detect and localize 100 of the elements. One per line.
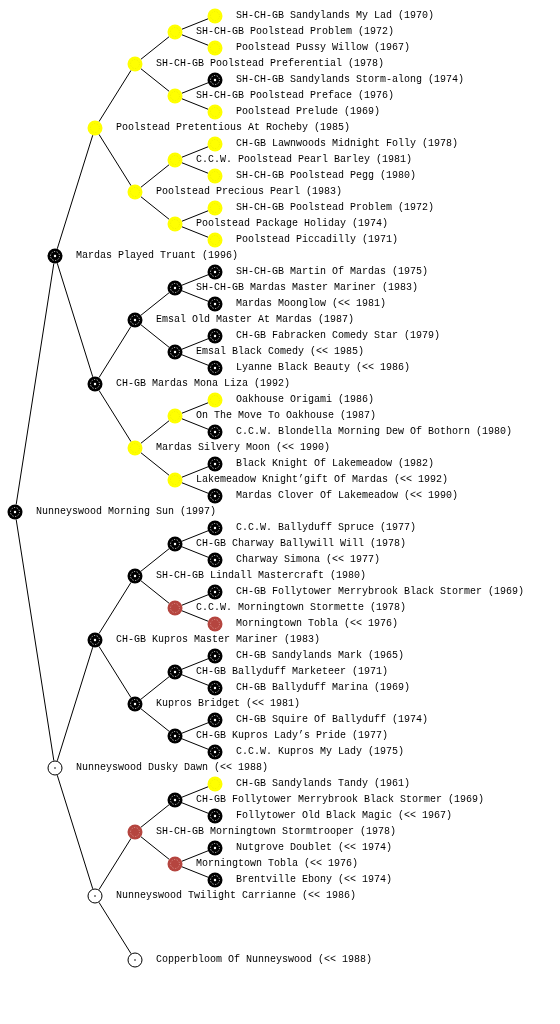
connector-line	[181, 546, 209, 558]
pedigree-name-label: CH-GB Lawnwoods Midnight Folly (1978)	[236, 138, 459, 150]
pedigree-name-label: Mardas Played Truant (1996)	[76, 250, 239, 262]
connector-line	[181, 162, 209, 174]
connector-line	[15, 262, 55, 506]
connector-line	[140, 676, 170, 700]
pedigree-name-label: Poolstead Package Holiday (1974)	[196, 218, 389, 230]
pedigree-name-label: Lakemeadow Knight’gift Of Mardas (<< 1992)	[196, 474, 449, 486]
connector-line	[98, 69, 132, 123]
connector-line	[140, 836, 170, 860]
connector-line	[181, 98, 209, 110]
pedigree-name-label: Mardas Silvery Moon (<< 1990)	[156, 442, 331, 454]
pedigree-name-label: C.C.W. Kupros My Lady (1975)	[236, 746, 405, 758]
pedigree-name-label: SH-CH-GB Morningtown Stormtrooper (1978)	[156, 826, 397, 838]
pedigree-name-label: SH-CH-GB Sandylands Storm-along (1974)	[236, 74, 465, 86]
pedigree-name-label: CH-GB Kupros Lady’s Pride (1977)	[196, 730, 389, 742]
pedigree-name-label: Brentville Ebony (<< 1974)	[236, 874, 393, 886]
connector-line	[56, 262, 94, 378]
connector-line	[56, 134, 94, 250]
pedigree-name-label: CH-GB Ballyduff Marina (1969)	[236, 682, 411, 694]
pedigree-name-label: Morningtown Tobla (<< 1976)	[236, 618, 399, 630]
connector-line	[98, 645, 132, 699]
connector-line	[181, 466, 209, 478]
pedigree-name-label: Poolstead Pussy Willow (1967)	[236, 42, 411, 54]
pedigree-name-label: CH-GB Mardas Mona Liza (1992)	[116, 378, 291, 390]
connector-line	[181, 274, 209, 286]
pedigree-name-label: SH-CH-GB Poolstead Preface (1976)	[196, 90, 395, 102]
pedigree-name-label: SH-CH-GB Sandylands My Lad (1970)	[236, 10, 435, 22]
pedigree-name-label: Mardas Clover Of Lakemeadow (<< 1990)	[236, 490, 459, 502]
pedigree-name-label: Black Knight Of Lakemeadow (1982)	[236, 458, 435, 470]
pedigree-name-label: SH-CH-GB Poolstead Pegg (1980)	[236, 170, 417, 182]
connector-line	[140, 420, 170, 444]
pedigree-name-label: Emsal Black Comedy (<< 1985)	[196, 346, 365, 358]
pedigree-name-label: Nutgrove Doublet (<< 1974)	[236, 842, 393, 854]
connector-line	[98, 901, 132, 955]
connector-line	[181, 290, 209, 302]
connector-line	[181, 866, 209, 878]
connector-line	[140, 196, 170, 220]
connector-line	[98, 133, 132, 187]
pedigree-name-label: Lyanne Black Beauty (<< 1986)	[236, 362, 411, 374]
pedigree-name-label: Charway Simona (<< 1977)	[236, 554, 381, 566]
pedigree-name-label: Nunneyswood Twilight Carrianne (<< 1986)	[116, 890, 357, 902]
pedigree-name-label: CH-GB Fabracken Comedy Star (1979)	[236, 330, 441, 342]
connector-line	[181, 34, 209, 46]
connector-line	[181, 658, 209, 670]
pedigree-name-label: CH-GB Kupros Master Mariner (1983)	[116, 634, 321, 646]
connector-line	[181, 850, 209, 862]
connector-line	[181, 482, 209, 494]
pedigree-name-label: On The Move To Oakhouse (1987)	[196, 410, 377, 422]
pedigree-name-label: Poolstead Prelude (1969)	[236, 106, 381, 118]
connector-line	[98, 325, 132, 379]
connector-line	[181, 18, 209, 30]
pedigree-name-label: CH-GB Charway Ballywill Will (1978)	[196, 538, 407, 550]
connector-line	[56, 774, 94, 890]
connector-line	[98, 837, 132, 891]
connector-line	[140, 324, 170, 348]
connector-line	[181, 786, 209, 798]
connector-line	[181, 674, 209, 686]
pedigree-name-label: Follytower Old Black Magic (<< 1967)	[236, 810, 453, 822]
pedigree-name-label: CH-GB Ballyduff Marketeer (1971)	[196, 666, 389, 678]
pedigree-name-label: SH-CH-GB Mardas Master Mariner (1983)	[196, 282, 419, 294]
pedigree-name-label: SH-CH-GB Lindall Mastercraft (1980)	[156, 570, 367, 582]
connector-line	[140, 164, 170, 188]
connector-line	[181, 594, 209, 606]
connector-line	[181, 722, 209, 734]
pedigree-name-label: Nunneyswood Morning Sun (1997)	[36, 506, 217, 518]
connector-line	[181, 338, 209, 350]
connector-line	[181, 610, 209, 622]
pedigree-name-label: CH-GB Follytower Merrybrook Black Stormer (1969)	[196, 794, 485, 806]
pedigree-name-label: CH-GB Sandylands Mark (1965)	[236, 650, 405, 662]
pedigree-name-label: Nunneyswood Dusky Dawn (<< 1988)	[76, 762, 269, 774]
connector-line	[181, 210, 209, 222]
pedigree-name-label: SH-CH-GB Martin Of Mardas (1975)	[236, 266, 429, 278]
pedigree-name-label: Morningtown Tobla (<< 1976)	[196, 858, 359, 870]
pedigree-name-label: Poolstead Pretentious At Rocheby (1985)	[116, 122, 351, 134]
pedigree-name-label: CH-GB Follytower Merrybrook Black Stormer (1969)	[236, 586, 525, 598]
connector-line	[140, 68, 170, 92]
pedigree-name-label: Emsal Old Master At Mardas (1987)	[156, 314, 355, 326]
connector-line	[181, 418, 209, 430]
pedigree-name-label: Copperbloom Of Nunneyswood (<< 1988)	[156, 954, 373, 966]
connector-line	[181, 530, 209, 542]
pedigree-name-label: C.C.W. Morningtown Stormette (1978)	[196, 602, 407, 614]
pedigree-name-label: SH-CH-GB Poolstead Problem (1972)	[236, 202, 435, 214]
connector-line	[140, 804, 170, 828]
pedigree-name-label: Mardas Moonglow (<< 1981)	[236, 298, 387, 310]
connector-line	[140, 292, 170, 316]
pedigree-name-label: Kupros Bridget (<< 1981)	[156, 698, 301, 710]
connector-line	[98, 389, 132, 443]
connector-line	[181, 226, 209, 238]
pedigree-name-label: SH-CH-GB Poolstead Preferential (1978)	[156, 58, 385, 70]
pedigree-name-label: C.C.W. Blondella Morning Dew Of Bothorn (1980)	[236, 426, 513, 438]
pedigree-name-label: SH-CH-GB Poolstead Problem (1972)	[196, 26, 395, 38]
pedigree-name-label: Poolstead Precious Pearl (1983)	[156, 186, 343, 198]
pedigree-name-label: C.C.W. Ballyduff Spruce (1977)	[236, 522, 417, 534]
connector-line	[140, 708, 170, 732]
connector-line	[140, 36, 170, 60]
pedigree-name-label: Oakhouse Origami (1986)	[236, 394, 375, 406]
connector-line	[181, 354, 209, 366]
pedigree-name-label: CH-GB Squire Of Ballyduff (1974)	[236, 714, 429, 726]
connector-line	[181, 82, 209, 94]
